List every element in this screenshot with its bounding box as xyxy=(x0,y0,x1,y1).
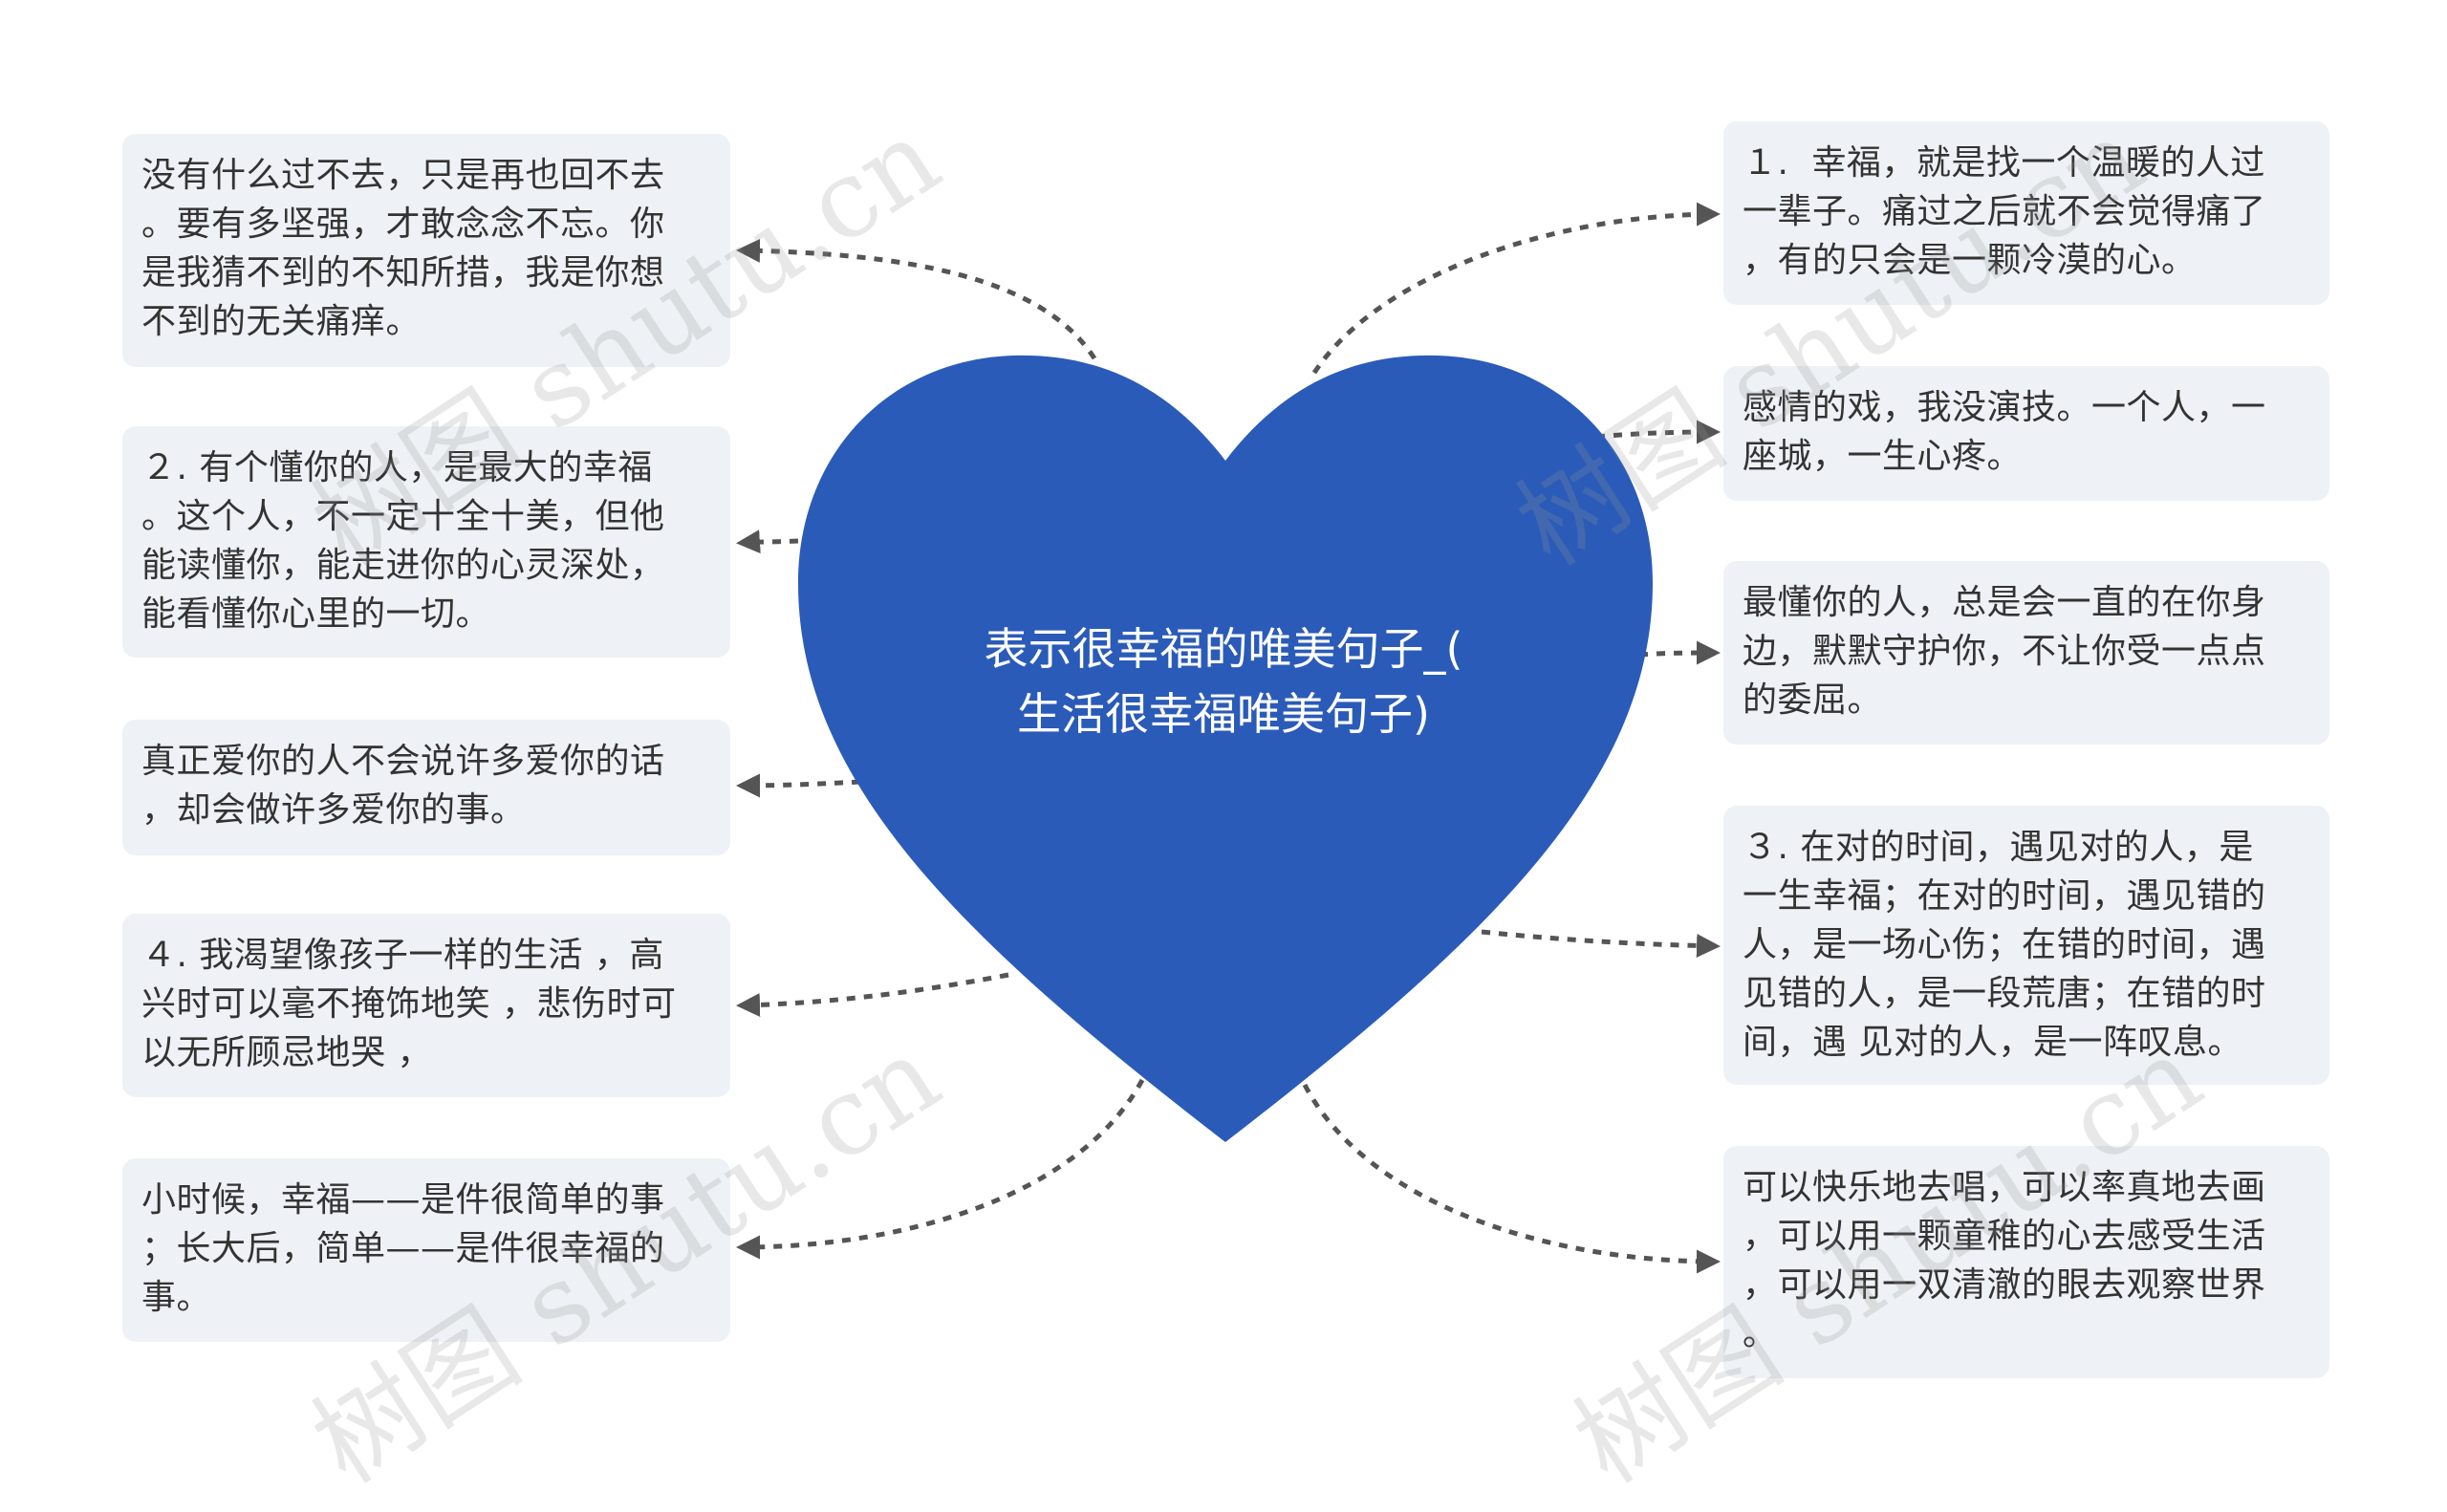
right-node-2[interactable]: 感情的戏，我没演技。一个人，一 座城，一生心疼。 xyxy=(1723,366,2329,501)
left-node-2[interactable]: ２. 有个懂你的人，是最大的幸福 。这个人，不一定十全十美，但他 能读懂你，能走… xyxy=(122,426,730,658)
connector-left-4 xyxy=(736,972,1009,1018)
connector-left-2 xyxy=(736,529,799,554)
center-heart xyxy=(798,355,1653,1142)
connector-right-4 xyxy=(1481,929,1721,958)
connector-right-3 xyxy=(1638,640,1721,665)
left-node-3[interactable]: 真正爱你的人不会说许多爱你的话 ，却会做许多爱你的事。 xyxy=(122,720,730,855)
connector-right-2 xyxy=(1595,420,1721,444)
right-node-4[interactable]: ３. 在对的时间，遇见对的人，是 一生幸福；在对的时间，遇见错的 人，是一场心伤… xyxy=(1723,806,2329,1085)
right-node-1[interactable]: １. 幸福，就是找一个温暖的人过 一辈子。痛过之后就不会觉得痛了 ，有的只会是一… xyxy=(1723,121,2329,305)
center-topic[interactable]: 表示很幸福的唯美句子_( 生活很幸福唯美句子) xyxy=(984,623,1463,740)
left-node-1[interactable]: 没有什么过不去，只是再也回不去 。要有多坚强，才敢念念不忘。你 是我猜不到的不知… xyxy=(122,134,730,367)
connector-left-5 xyxy=(736,1078,1145,1260)
connector-left-1 xyxy=(736,238,1097,360)
connector-right-1 xyxy=(1311,202,1721,375)
right-node-5[interactable]: 可以快乐地去唱，可以率真地去画 ，可以用一颗童稚的心去感受生活 ，可以用一双清澈… xyxy=(1723,1146,2329,1378)
left-node-4[interactable]: ４. 我渴望像孩子一样的生活 ，高 兴时可以毫不掩饰地笑 ，悲伤时可 以无所顾忌… xyxy=(122,914,730,1097)
right-node-3[interactable]: 最懂你的人，总是会一直的在你身 边，默默守护你，不让你受一点点 的委屈。 xyxy=(1723,561,2329,745)
connector-left-3 xyxy=(736,773,861,798)
connector-right-5 xyxy=(1302,1083,1721,1274)
left-node-5[interactable]: 小时候，幸福——是件很简单的事 ；长大后，简单——是件很幸福的 事。 xyxy=(122,1158,730,1342)
